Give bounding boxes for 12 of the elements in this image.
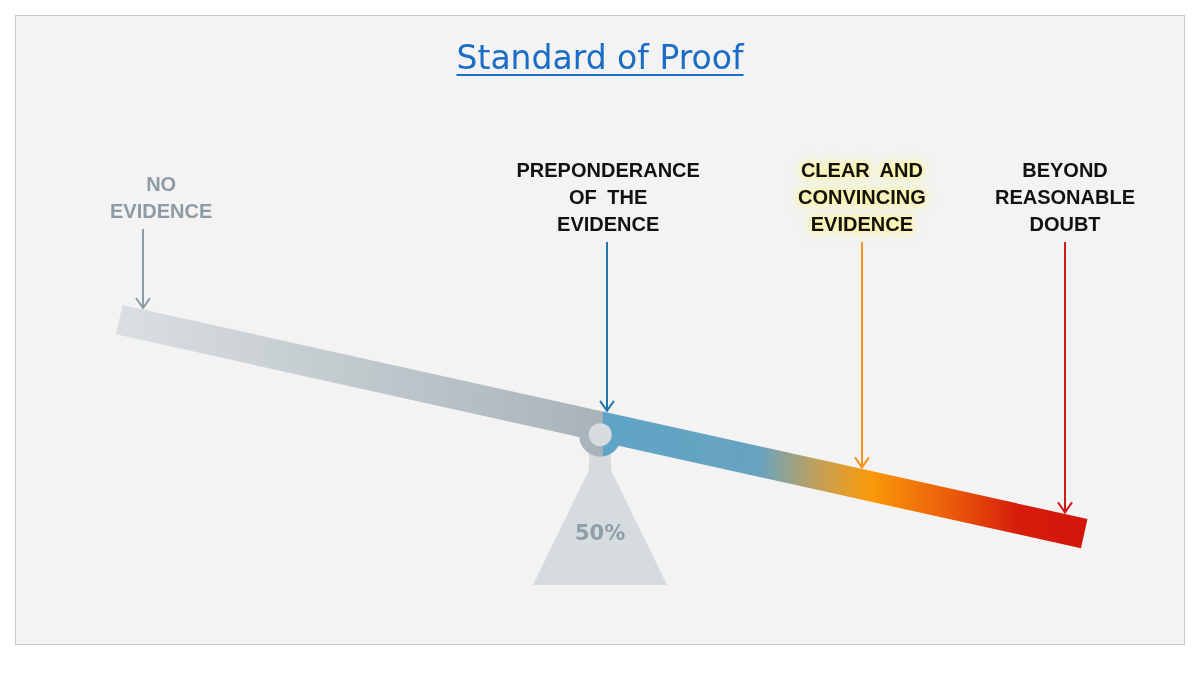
- level-label: NO EVIDENCE: [110, 171, 213, 225]
- level-label: PREPONDERANCE OF THE EVIDENCE: [516, 157, 700, 238]
- highlighted-label: CLEAR AND CONVINCING EVIDENCE: [798, 157, 926, 238]
- diagram-title: Standard of Proof: [456, 38, 744, 78]
- arrow: [854, 241, 870, 469]
- seesaw-beam: [115, 305, 1088, 549]
- arrow: [135, 228, 151, 309]
- fulcrum-triangle: [533, 452, 667, 585]
- level-label: BEYOND REASONABLE DOUBT: [995, 157, 1135, 238]
- arrow: [599, 241, 615, 412]
- percentage-label: 50%: [575, 520, 626, 546]
- arrow: [1057, 241, 1073, 514]
